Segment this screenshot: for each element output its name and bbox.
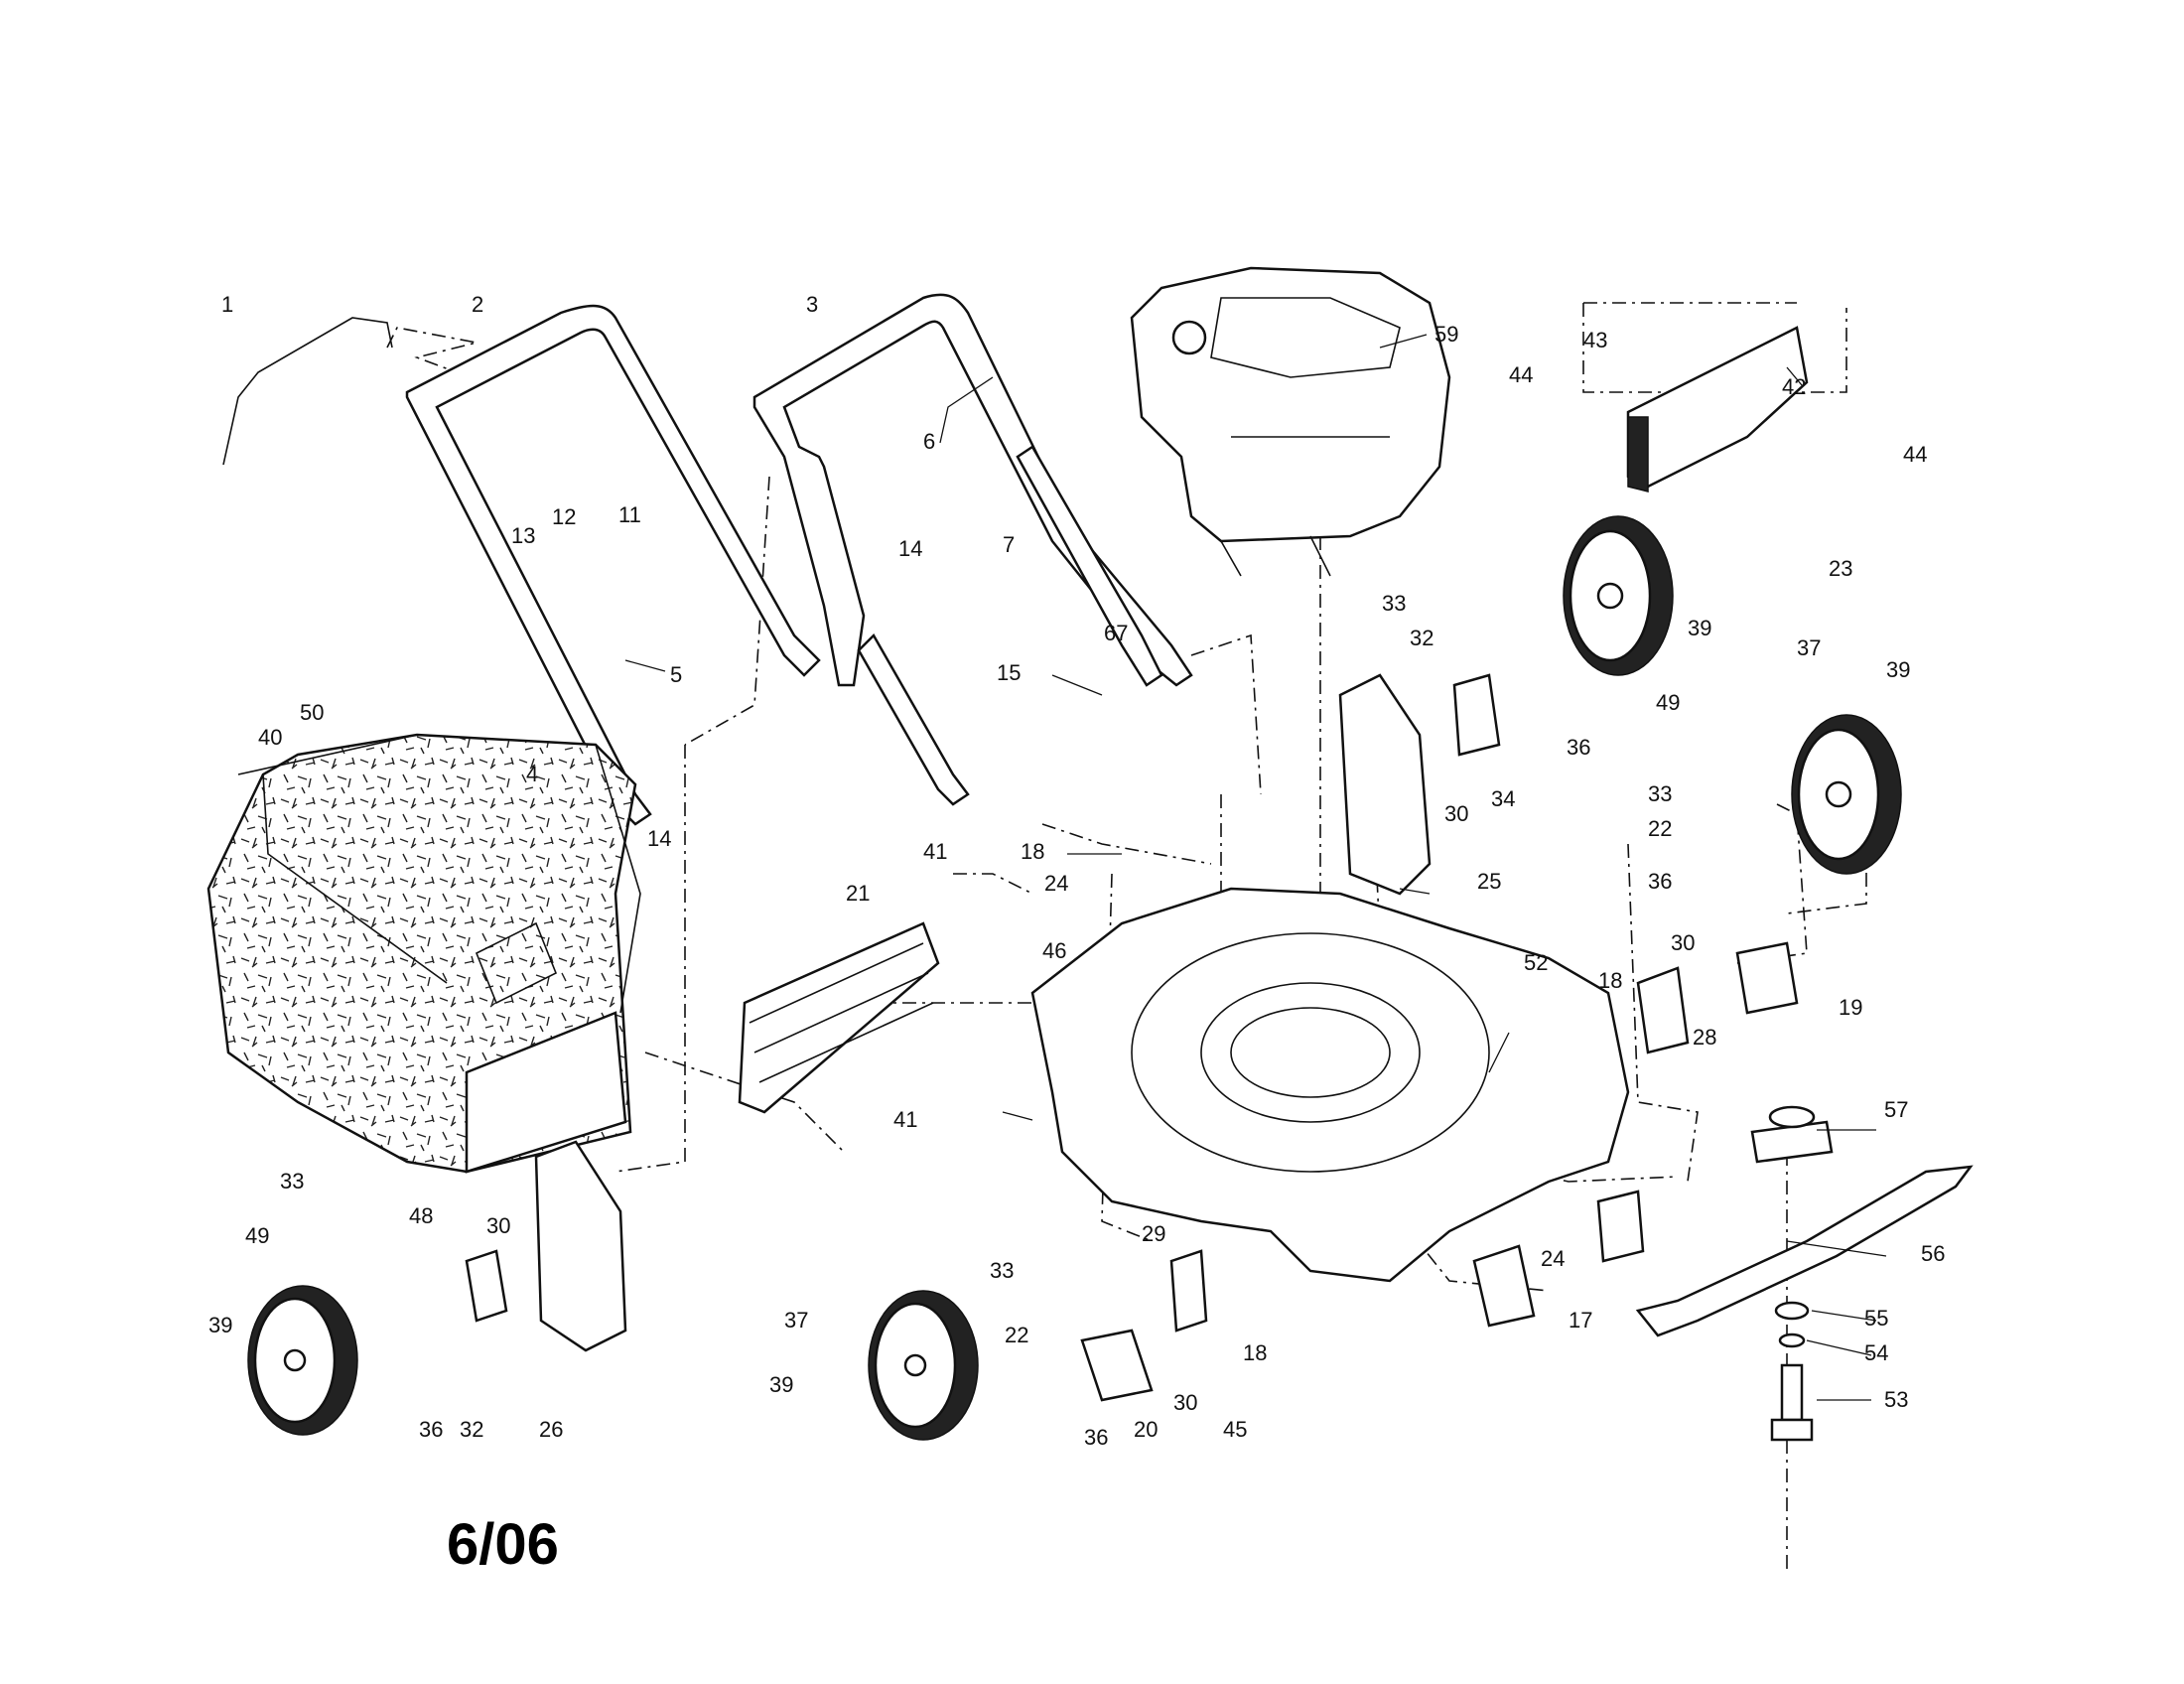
callout-32-left: 32 bbox=[460, 1417, 483, 1442]
callout-39-rear: 39 bbox=[1688, 616, 1711, 640]
callout-53: 53 bbox=[1884, 1387, 1908, 1412]
lower-handle-3 bbox=[752, 293, 1193, 806]
callout-43: 43 bbox=[1583, 328, 1607, 352]
callout-3: 3 bbox=[806, 292, 818, 317]
callout-18-top: 18 bbox=[1021, 839, 1044, 864]
callout-22-left: 22 bbox=[1005, 1323, 1028, 1347]
callout-labels: 1 2 3 4 5 6 7 11 12 13 14 14 15 17 18 18… bbox=[208, 292, 1945, 1450]
callout-44-right: 44 bbox=[1903, 442, 1927, 467]
callout-30-front: 30 bbox=[1173, 1390, 1197, 1415]
callout-50: 50 bbox=[300, 700, 324, 725]
callout-48: 48 bbox=[409, 1203, 433, 1228]
callout-41-bottom: 41 bbox=[893, 1107, 917, 1132]
callout-17: 17 bbox=[1569, 1308, 1592, 1333]
rear-flap-21 bbox=[738, 921, 940, 1114]
callout-11: 11 bbox=[618, 502, 641, 527]
callout-42: 42 bbox=[1782, 374, 1806, 399]
mulch-door-23 bbox=[1626, 326, 1809, 492]
callout-36-front: 36 bbox=[1084, 1425, 1108, 1450]
callout-18-right: 18 bbox=[1598, 968, 1622, 993]
callout-19: 19 bbox=[1839, 995, 1862, 1020]
callout-32-rear: 32 bbox=[1410, 626, 1433, 650]
callout-6: 6 bbox=[923, 429, 935, 454]
callout-46: 46 bbox=[1042, 938, 1066, 963]
height-brackets bbox=[465, 673, 1799, 1402]
callout-55: 55 bbox=[1864, 1306, 1888, 1331]
callout-59: 59 bbox=[1434, 322, 1458, 347]
callout-7: 7 bbox=[1003, 532, 1015, 557]
callout-20: 20 bbox=[1134, 1417, 1158, 1442]
callout-37-left: 37 bbox=[784, 1308, 808, 1333]
callout-49-rear: 49 bbox=[1656, 690, 1680, 715]
engine-59 bbox=[1130, 266, 1451, 577]
callout-30-left: 30 bbox=[486, 1213, 510, 1238]
blade-56 bbox=[1635, 1165, 1974, 1337]
date-code: 6/06 bbox=[447, 1512, 559, 1577]
callout-15: 15 bbox=[997, 660, 1021, 685]
blade-adapter-57 bbox=[1750, 1105, 1834, 1164]
wheel-rear-top bbox=[1563, 515, 1674, 676]
callout-49-left: 49 bbox=[245, 1223, 269, 1248]
callout-39-right: 39 bbox=[1886, 657, 1910, 682]
callout-12: 12 bbox=[552, 504, 576, 529]
callout-33-left: 33 bbox=[280, 1169, 304, 1193]
callout-40: 40 bbox=[258, 725, 282, 750]
wheel-front-center bbox=[868, 1290, 979, 1441]
callout-23: 23 bbox=[1829, 556, 1852, 581]
callout-26: 26 bbox=[539, 1417, 563, 1442]
blade-bolt-washers bbox=[1770, 1301, 1814, 1442]
callout-14-top: 14 bbox=[898, 536, 922, 561]
callout-25: 25 bbox=[1477, 869, 1501, 894]
callout-67: 67 bbox=[1104, 621, 1128, 645]
callout-34: 34 bbox=[1491, 786, 1515, 811]
callout-2: 2 bbox=[472, 292, 483, 317]
mower-deck-52 bbox=[1030, 887, 1630, 1283]
callout-39-left: 39 bbox=[208, 1313, 232, 1337]
control-bar-1 bbox=[222, 317, 393, 466]
wheel-front-left bbox=[247, 1285, 358, 1436]
callout-leaders bbox=[624, 334, 1887, 1401]
callout-33-right: 33 bbox=[1648, 781, 1672, 806]
callout-33-rear: 33 bbox=[1382, 591, 1406, 616]
callout-56: 56 bbox=[1921, 1241, 1945, 1266]
callout-57: 57 bbox=[1884, 1097, 1908, 1122]
wheel-rear-right bbox=[1791, 714, 1902, 875]
callout-24-top: 24 bbox=[1044, 871, 1068, 896]
callout-39-front: 39 bbox=[769, 1372, 793, 1397]
upper-handle-2 bbox=[405, 304, 821, 826]
callout-5: 5 bbox=[670, 662, 682, 687]
callout-37-right: 37 bbox=[1797, 635, 1821, 660]
callout-13: 13 bbox=[511, 523, 535, 548]
callout-24-bottom: 24 bbox=[1541, 1246, 1565, 1271]
callout-36-right: 36 bbox=[1648, 869, 1672, 894]
callout-30-rear: 30 bbox=[1444, 801, 1468, 826]
grass-catcher-40 bbox=[206, 733, 641, 1174]
callout-52: 52 bbox=[1524, 950, 1548, 975]
callout-30-right: 30 bbox=[1671, 930, 1695, 955]
callout-33-front: 33 bbox=[990, 1258, 1014, 1283]
callout-54: 54 bbox=[1864, 1340, 1888, 1365]
callout-4: 4 bbox=[526, 762, 538, 786]
callout-21: 21 bbox=[846, 881, 870, 906]
callout-14-bottom: 14 bbox=[647, 826, 671, 851]
wheels bbox=[247, 515, 1902, 1441]
callout-36-left: 36 bbox=[419, 1417, 443, 1442]
callout-36-rear: 36 bbox=[1567, 735, 1590, 760]
callout-29: 29 bbox=[1142, 1221, 1165, 1246]
callout-1: 1 bbox=[221, 292, 233, 317]
callout-41-top: 41 bbox=[923, 839, 947, 864]
callout-28: 28 bbox=[1693, 1025, 1716, 1050]
callout-18-bottom: 18 bbox=[1243, 1340, 1267, 1365]
callout-44-left: 44 bbox=[1509, 362, 1533, 387]
callout-22-right: 22 bbox=[1648, 816, 1672, 841]
callout-45: 45 bbox=[1223, 1417, 1247, 1442]
